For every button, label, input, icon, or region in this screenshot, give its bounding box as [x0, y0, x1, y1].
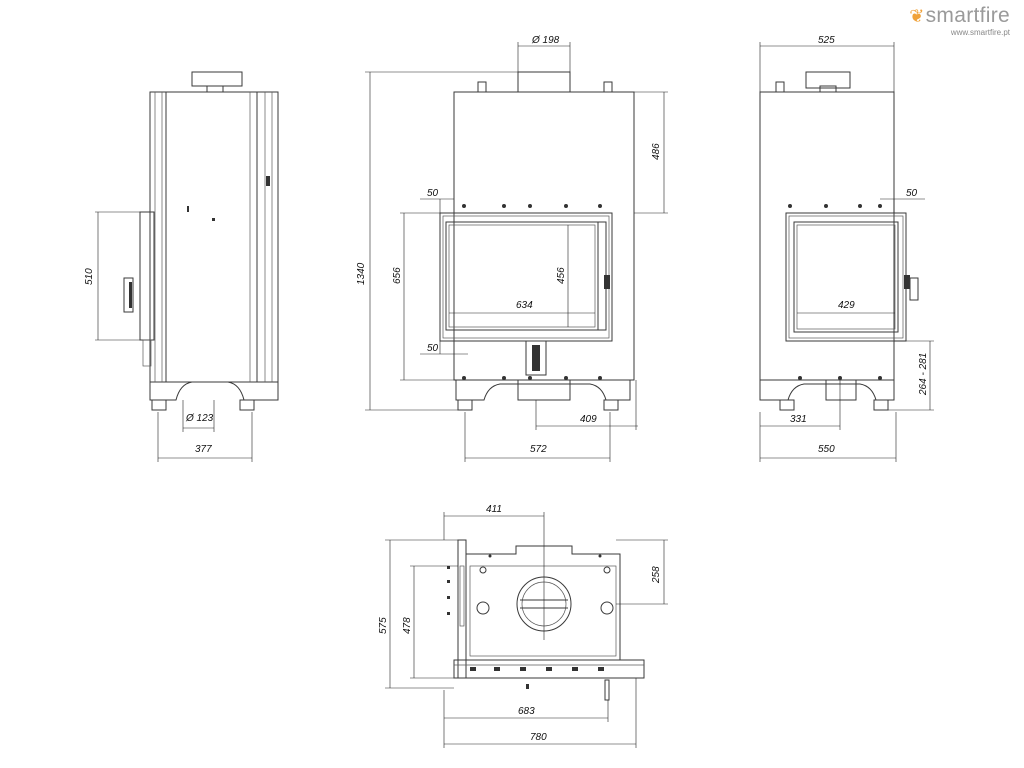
- side-view-right: 525 50 429 264 - 281 331 550: [759, 35, 934, 462]
- dim-label: 780: [530, 732, 547, 743]
- dim-label: 525: [818, 35, 835, 46]
- dim-label: 50: [906, 188, 918, 199]
- dim-label: Ø 198: [531, 35, 560, 46]
- brand-url: www.smartfire.pt: [950, 28, 1010, 37]
- dim-label: 550: [818, 444, 835, 455]
- brand-name: smartfire: [925, 4, 1010, 27]
- dim-label: 50: [427, 343, 439, 354]
- dim-label: 411: [486, 504, 502, 515]
- plan-view: 411 258 575 478 683 780: [378, 504, 668, 748]
- dim-label: 377: [195, 444, 212, 455]
- dim-label: 575: [378, 617, 389, 634]
- dim-label: 50: [427, 188, 439, 199]
- dim-label: 656: [392, 267, 403, 284]
- dim-label: 258: [651, 566, 662, 584]
- dim-label: 634: [516, 300, 533, 311]
- dim-label: 331: [790, 414, 807, 425]
- dim-label: 456: [556, 267, 567, 284]
- dim-label: 510: [84, 268, 95, 285]
- dim-label: 264 - 281: [918, 353, 929, 396]
- brand-logo: ❦smartfire www.smartfire.pt: [909, 4, 1010, 38]
- dim-label: 478: [402, 617, 413, 634]
- dim-label: 1340: [356, 262, 367, 285]
- dim-label: 572: [530, 444, 547, 455]
- dim-label: 429: [838, 300, 855, 311]
- flame-icon: ❦: [909, 6, 925, 26]
- side-view-left: 510 Ø 123 377: [84, 71, 279, 462]
- dim-label: 683: [518, 706, 535, 717]
- front-view: Ø 198 1340 486 656 50 50 456 634 409 572: [356, 35, 668, 462]
- dim-label: Ø 123: [185, 413, 214, 424]
- dim-label: 409: [580, 414, 597, 425]
- dim-label: 486: [651, 143, 662, 160]
